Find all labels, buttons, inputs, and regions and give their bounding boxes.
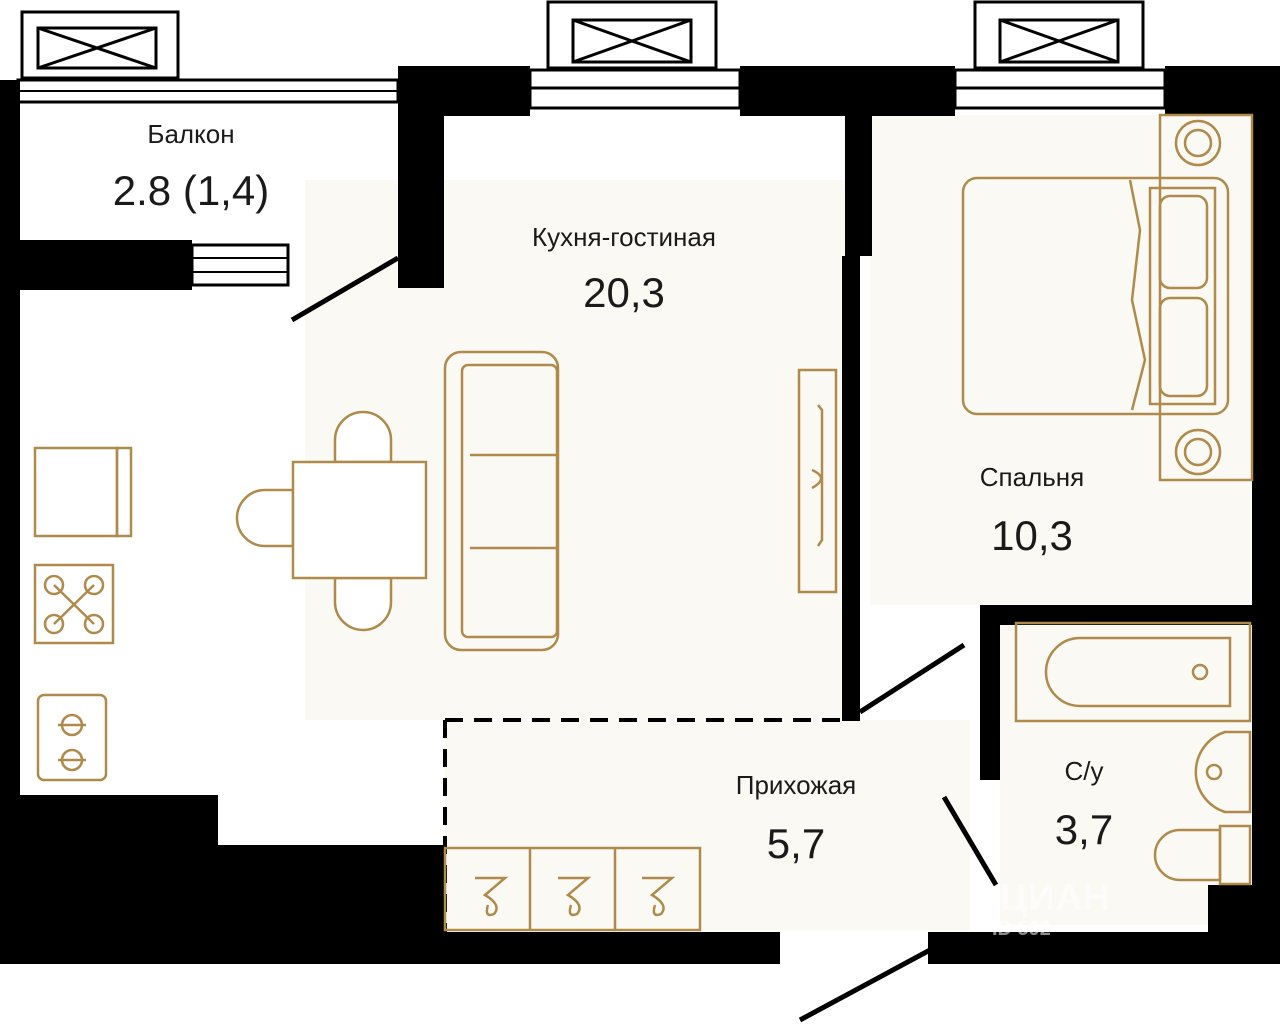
room-area-bedroom: 10,3: [991, 512, 1073, 559]
room-area-balcony: 2.8 (1,4): [113, 167, 269, 214]
room-area-bathroom: 3,7: [1055, 806, 1113, 853]
room-area-kitchen-living: 20,3: [583, 269, 665, 316]
bathroom-fixtures: [1014, 621, 1252, 886]
room-labels: Балкон 2.8 (1,4) Кухня-гостиная 20,3 Спа…: [113, 119, 1113, 867]
walls: [0, 66, 1280, 964]
room-name-bedroom: Спальня: [980, 462, 1084, 492]
window-left: [20, 10, 180, 80]
balcony-rail: [16, 78, 400, 287]
watermark-brand: ЦИАН: [1000, 877, 1110, 919]
watermark-id: ID 592: [992, 918, 1051, 940]
dining-table: [235, 410, 428, 632]
room-area-hallway: 5,7: [767, 820, 825, 867]
tv-unit: [797, 368, 838, 594]
room-name-bathroom: С/у: [1065, 756, 1104, 786]
hallway-wardrobe: [443, 846, 702, 932]
kitchen-furniture: [33, 446, 133, 782]
window-kitchen: [528, 0, 742, 110]
sofa: [443, 350, 560, 652]
window-bedroom: [953, 0, 1167, 110]
room-name-kitchen-living: Кухня-гостиная: [532, 222, 716, 252]
cian-watermark: ЦИАН ID 592: [992, 877, 1110, 940]
door-swings: [290, 255, 999, 1023]
bed: [961, 113, 1254, 482]
room-name-hallway: Прихожая: [736, 770, 856, 800]
room-name-balcony: Балкон: [147, 119, 234, 149]
